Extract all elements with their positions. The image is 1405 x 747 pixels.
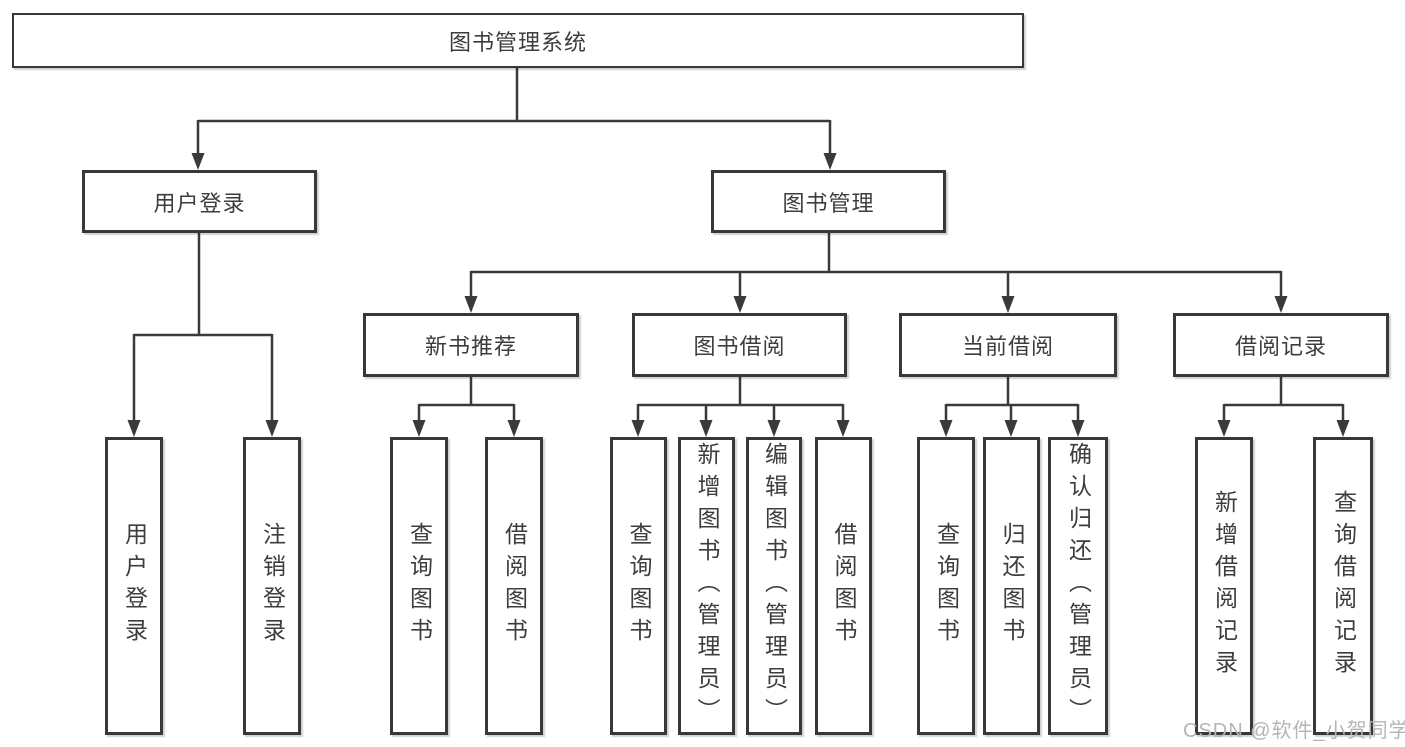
node-new-book-recommend-label: 新书推荐 (424, 334, 517, 359)
node-bb-add-book-admin: 新增图书（管理员） (678, 437, 735, 735)
node-br-query-record: 查询借阅记录 (1313, 437, 1373, 735)
node-borrow-record-label: 借阅记录 (1234, 334, 1327, 359)
node-book-management-branch-label: 图书管理 (782, 190, 875, 216)
node-borrow-record: 借阅记录 (1173, 313, 1389, 377)
node-bb-query-book-label: 查询图书 (626, 522, 652, 650)
node-nb-borrow-book-label: 借阅图书 (501, 522, 528, 650)
csdn-watermark: CSDN @软件_小贺同学 (1183, 720, 1405, 742)
node-logout: 注销登录 (243, 437, 301, 735)
node-book-borrow: 图书借阅 (632, 313, 847, 377)
node-cb-query-book-label: 查询图书 (933, 522, 960, 650)
node-library-management-system-label: 图书管理系统 (448, 29, 587, 55)
node-cb-return-book: 归还图书 (983, 437, 1040, 735)
node-nb-query-book-label: 查询图书 (406, 522, 433, 650)
node-br-query-record-label: 查询借阅记录 (1330, 490, 1357, 682)
node-cb-confirm-return-admin: 确认归还（管理员） (1048, 437, 1108, 735)
node-br-add-record-label: 新增借阅记录 (1211, 490, 1238, 682)
node-br-add-record: 新增借阅记录 (1195, 437, 1253, 735)
node-user-login-branch: 用户登录 (82, 170, 317, 233)
node-current-borrow-label: 当前借阅 (961, 334, 1054, 359)
node-bb-edit-book-admin: 编辑图书（管理员） (746, 437, 802, 735)
node-cb-confirm-return-admin-label: 确认归还（管理员） (1065, 442, 1092, 730)
node-library-management-system: 图书管理系统 (12, 13, 1024, 68)
node-bb-borrow-book: 借阅图书 (815, 437, 872, 735)
node-user-login-label: 用户登录 (121, 522, 148, 650)
node-nb-borrow-book: 借阅图书 (485, 437, 543, 735)
node-logout-label: 注销登录 (259, 522, 286, 650)
node-new-book-recommend: 新书推荐 (363, 313, 579, 377)
node-bb-add-book-admin-label: 新增图书（管理员） (694, 442, 720, 730)
node-cb-return-book-label: 归还图书 (999, 522, 1025, 650)
node-nb-query-book: 查询图书 (390, 437, 448, 735)
node-bb-query-book: 查询图书 (610, 437, 667, 735)
node-bb-edit-book-admin-label: 编辑图书（管理员） (761, 442, 788, 730)
node-book-borrow-label: 图书借阅 (693, 334, 786, 359)
node-book-management-branch: 图书管理 (711, 170, 946, 233)
node-user-login: 用户登录 (105, 437, 163, 735)
node-bb-borrow-book-label: 借阅图书 (831, 522, 857, 650)
node-user-login-branch-label: 用户登录 (153, 190, 246, 216)
node-cb-query-book: 查询图书 (917, 437, 975, 735)
node-current-borrow: 当前借阅 (899, 313, 1117, 377)
